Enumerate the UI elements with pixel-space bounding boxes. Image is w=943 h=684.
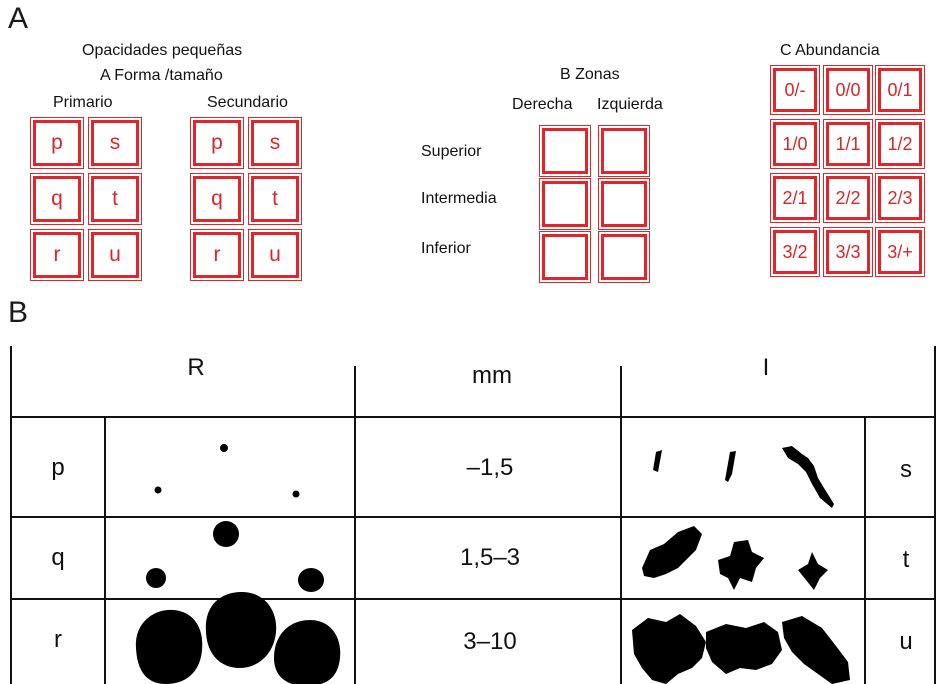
abundance-box[interactable]: 1/1 — [823, 119, 873, 169]
secondary-label: Secundario — [207, 94, 288, 111]
zone-inferior-label: Inferior — [421, 240, 471, 257]
header-irregular: I — [762, 354, 770, 381]
primary-box-p[interactable]: p — [30, 117, 84, 169]
irregular-opacity-t — [798, 552, 828, 590]
header-round: R — [187, 354, 205, 381]
irregular-code-t: t — [902, 546, 910, 573]
secondary-box-u[interactable]: u — [248, 229, 302, 281]
secondary-box-p[interactable]: p — [190, 117, 244, 169]
irregular-code-s: s — [900, 456, 912, 483]
round-opacities-illustration — [135, 444, 341, 684]
primary-label: Primario — [53, 94, 113, 111]
round-opacity-q — [146, 568, 166, 588]
panel-b-letter: B — [8, 296, 29, 329]
secondary-box-t[interactable]: t — [248, 173, 302, 225]
irregular-opacity-s — [725, 451, 736, 482]
abundance-box[interactable]: 0/- — [770, 65, 820, 115]
primary-box-t[interactable]: t — [88, 173, 142, 225]
table-right-border — [934, 346, 936, 684]
round-opacity-r — [205, 592, 277, 668]
zone-intermedia-label: Intermedia — [421, 190, 497, 207]
round-code-q: q — [51, 544, 65, 571]
zone-box-left-inferior[interactable] — [598, 231, 650, 283]
table-row-line — [10, 516, 936, 518]
irregular-opacity-u — [632, 614, 706, 684]
zone-box-right-superior[interactable] — [539, 125, 591, 177]
primary-box-r[interactable]: r — [30, 229, 84, 281]
opacity-size-table: R mm I p q r –1,5 1,5–3 3–10 s t u — [10, 346, 936, 684]
abundance-box[interactable]: 3/3 — [823, 227, 873, 277]
round-opacity-p — [292, 490, 300, 498]
shape-size-subtitle: A Forma /tamaño — [100, 67, 223, 84]
size-range-r-u: 3–10 — [463, 628, 517, 655]
irregular-code-u: u — [899, 628, 913, 655]
zone-box-left-intermedia[interactable] — [598, 178, 650, 230]
irregular-opacity-s — [782, 446, 834, 508]
primary-box-q[interactable]: q — [30, 173, 84, 225]
table-left-border — [10, 346, 12, 684]
round-opacity-q — [213, 521, 239, 547]
abundance-box[interactable]: 3/+ — [875, 227, 925, 277]
table-divider — [104, 416, 106, 684]
abundance-box[interactable]: 1/0 — [770, 119, 820, 169]
abundance-box[interactable]: 0/0 — [823, 65, 873, 115]
abundance-box[interactable]: 2/3 — [875, 173, 925, 223]
zone-box-right-inferior[interactable] — [539, 231, 591, 283]
irregular-opacities-illustration — [632, 446, 850, 684]
table-divider — [354, 366, 356, 684]
right-label: Derecha — [512, 96, 573, 113]
round-code-p: p — [51, 454, 65, 481]
abundance-box[interactable]: 2/1 — [770, 173, 820, 223]
primary-box-s[interactable]: s — [88, 117, 142, 169]
irregular-opacity-s — [653, 450, 662, 472]
secondary-box-r[interactable]: r — [190, 229, 244, 281]
secondary-box-s[interactable]: s — [248, 117, 302, 169]
abundance-box[interactable]: 2/2 — [823, 173, 873, 223]
zone-superior-label: Superior — [421, 143, 482, 160]
irregular-opacity-t — [718, 540, 764, 590]
small-opacities-title: Opacidades pequeñas — [82, 42, 243, 59]
abundance-box[interactable]: 1/2 — [875, 119, 925, 169]
round-opacity-p — [154, 486, 162, 494]
primary-box-u[interactable]: u — [88, 229, 142, 281]
size-range-q-t: 1,5–3 — [459, 544, 521, 571]
zone-box-left-superior[interactable] — [598, 125, 650, 177]
zones-title: B Zonas — [560, 66, 620, 83]
irregular-opacity-u — [706, 622, 782, 674]
table-row-line — [10, 416, 936, 418]
round-opacity-r — [135, 609, 203, 684]
table-divider — [620, 366, 622, 684]
abundance-box[interactable]: 3/2 — [770, 227, 820, 277]
abundance-box[interactable]: 0/1 — [875, 65, 925, 115]
zone-box-right-intermedia[interactable] — [539, 178, 591, 230]
panel-a-letter: A — [8, 2, 29, 35]
table-divider — [864, 416, 866, 684]
irregular-opacity-u — [782, 616, 850, 684]
left-label: Izquierda — [597, 96, 663, 113]
round-opacity-r — [274, 620, 341, 684]
header-size: mm — [472, 362, 512, 389]
round-opacity-q — [298, 568, 324, 592]
irregular-opacity-t — [642, 526, 702, 578]
table-row-line — [10, 598, 936, 600]
secondary-box-q[interactable]: q — [190, 173, 244, 225]
size-range-p-s: –1,5 — [466, 454, 514, 481]
round-code-r: r — [54, 626, 62, 653]
abundance-title: C Abundancia — [780, 42, 880, 59]
round-opacity-p — [220, 444, 228, 452]
